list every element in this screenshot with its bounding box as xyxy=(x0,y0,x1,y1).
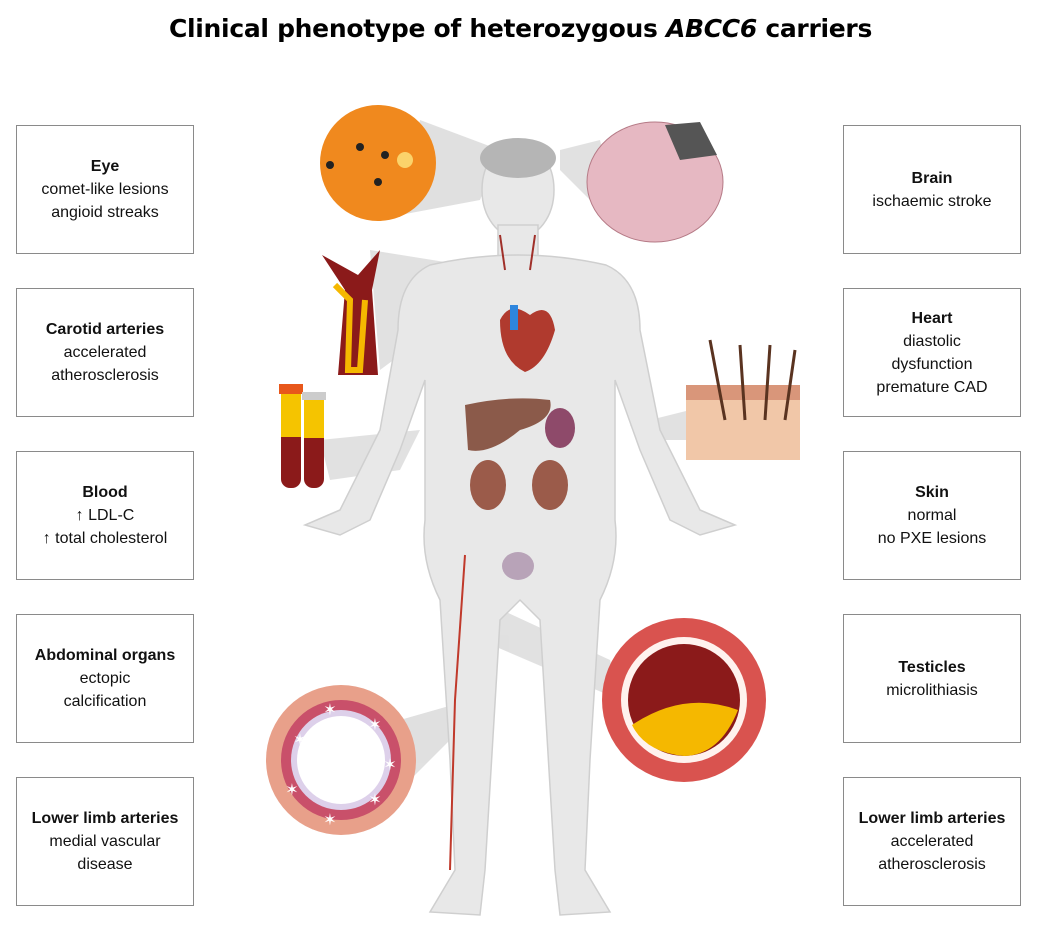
svg-text:✶: ✶ xyxy=(285,782,298,799)
hair xyxy=(480,138,556,178)
liver-icon xyxy=(465,398,551,451)
neck-arteries xyxy=(499,234,536,271)
atherosclerosis-cross-section-icon xyxy=(602,618,766,782)
medial-calcification-icon: ✶ ✶ ✶ ✶ ✶ ✶ ✶ xyxy=(266,685,416,835)
svg-text:✶: ✶ xyxy=(368,792,381,809)
heart-icon xyxy=(500,305,555,372)
svg-text:✶: ✶ xyxy=(323,702,336,719)
testicles-icon xyxy=(502,552,534,580)
retina-icon xyxy=(320,105,436,221)
svg-text:✶: ✶ xyxy=(323,812,336,829)
skin-icon xyxy=(686,339,800,460)
svg-text:✶: ✶ xyxy=(368,717,381,734)
svg-text:✶: ✶ xyxy=(383,757,396,774)
blood-tubes-icon xyxy=(279,384,326,488)
figure-title: Clinical phenotype of heterozygous ABCC6… xyxy=(168,14,873,43)
svg-text:✶: ✶ xyxy=(293,732,306,749)
carotid-artery-icon xyxy=(322,250,380,375)
brain-icon xyxy=(586,121,724,243)
kidney-right-icon xyxy=(532,460,568,510)
leg-artery xyxy=(449,554,466,871)
blood-box: Blood↑ LDL-C↑ total cholesterol xyxy=(16,451,194,580)
kidney-left-icon xyxy=(470,460,506,510)
spleen-icon xyxy=(545,408,575,448)
